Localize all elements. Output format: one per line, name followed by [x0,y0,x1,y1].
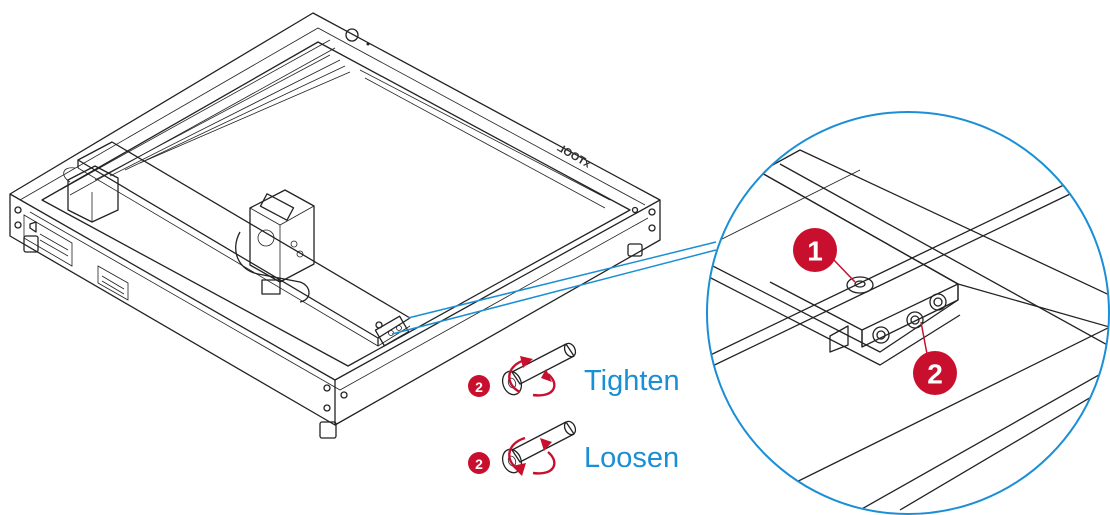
safety-label [23,214,129,301]
svg-text:1: 1 [807,236,823,267]
loosen-label: Loosen [584,442,679,474]
step-badge: 2 [468,452,490,474]
step-badge: 2 [468,375,490,397]
clockwise-arrow-icon [508,356,556,397]
loosen-instruction: 2 Loosen [468,420,679,476]
screw-icon [501,342,577,396]
laser-engraver-frame: xTOOL [9,12,661,439]
callout-leader [391,241,717,335]
counterclockwise-arrow-icon [508,436,556,476]
laser-module [249,189,315,295]
screw-icon [501,420,577,474]
callout-badge-1: 1 [793,228,837,272]
detail-zoom: 1 2 [706,111,1110,515]
tighten-label: Tighten [584,365,680,397]
svg-text:2: 2 [927,359,943,390]
callout-badge-2: 2 [913,351,957,395]
svg-text:2: 2 [475,456,483,472]
svg-text:2: 2 [475,379,483,395]
tighten-instruction: 2 Tighten [468,342,680,397]
